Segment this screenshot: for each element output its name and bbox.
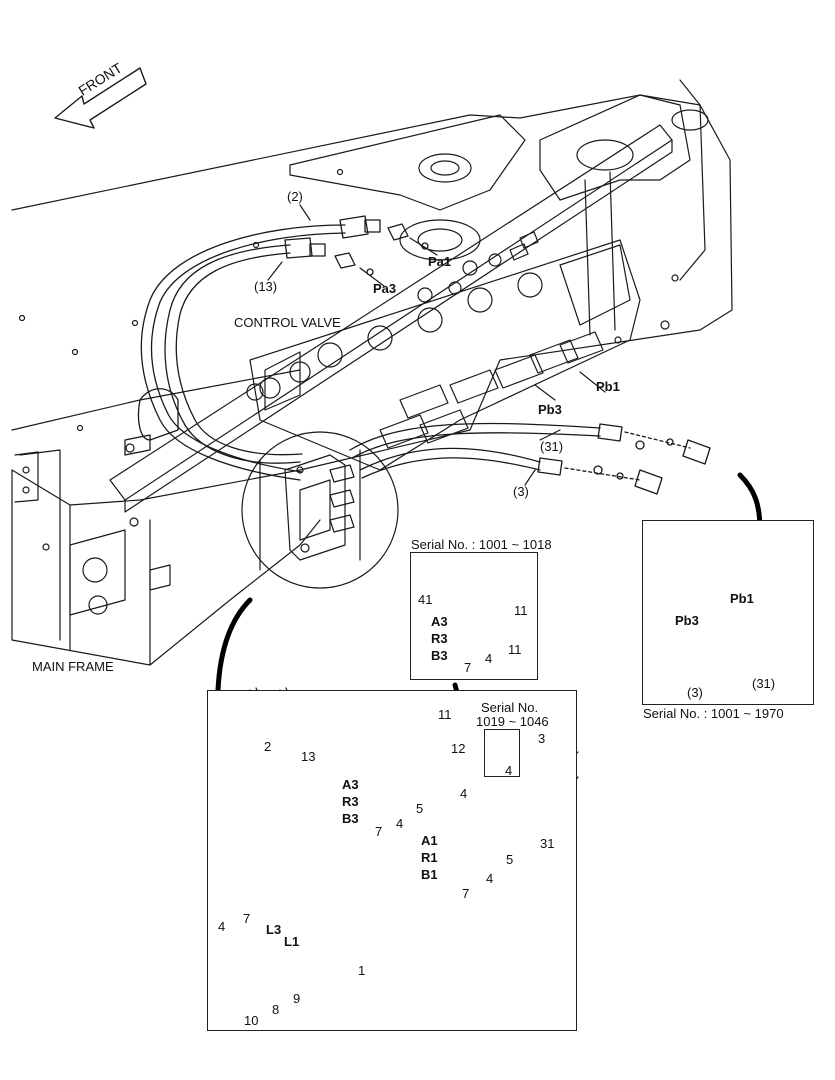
inset1018-port-a3: A3: [431, 614, 448, 629]
detail-part-7b: 7: [462, 886, 470, 901]
detail-part-2: 2: [264, 739, 272, 754]
inset1018-part-7: 7: [464, 660, 472, 675]
serial-1019-title-2: 1019 ~ 1046: [476, 714, 549, 729]
detail-part-1: 1: [358, 963, 366, 978]
main-frame-label: MAIN FRAME: [32, 659, 114, 674]
pilot-hoses-3-31: [349, 422, 711, 495]
pilot-hoses-2-13: [124, 215, 429, 481]
detail-port-r1: R1: [421, 850, 438, 865]
inset-box-serial-1018: [410, 552, 538, 680]
inset1018-port-b3: B3: [431, 648, 448, 663]
detail-part-13: 13: [301, 749, 316, 764]
detail-part-7c: 7: [243, 911, 251, 926]
ref-3-label: (3): [513, 484, 529, 499]
detail-part-10: 10: [244, 1013, 259, 1028]
inset-right-pb1: Pb1: [730, 591, 754, 606]
inset-right-pb3: Pb3: [675, 613, 699, 628]
cross-beam: [109, 124, 673, 513]
inset1018-part-11a: 11: [514, 603, 528, 618]
main-detail-box: [207, 690, 577, 1031]
ref-13-label: (13): [254, 279, 278, 294]
detail-part-31: 31: [540, 836, 555, 851]
detail-part-11: 11: [438, 707, 452, 722]
ref-2-label: (2): [287, 189, 303, 204]
detail-part-4c: 4: [486, 871, 494, 886]
detail-part-3: 3: [538, 731, 546, 746]
inset1018-part-41: 41: [418, 592, 433, 607]
serial-1019-box: [484, 729, 520, 777]
detail-part-5b: 5: [506, 852, 514, 867]
ref-31-label: (31): [540, 439, 564, 454]
detail-port-b1: B1: [421, 867, 438, 882]
port-pb1-label: Pb1: [596, 379, 620, 394]
detail-port-a1: A1: [421, 833, 438, 848]
port-pb3-label: Pb3: [538, 402, 562, 417]
detail-part-4a: 4: [396, 816, 404, 831]
inset-right-ref-3: (3): [687, 685, 703, 700]
detail-port-r3: R3: [342, 794, 359, 809]
detail-part-12: 12: [451, 741, 466, 756]
inset1018-part-4: 4: [485, 651, 493, 666]
detail-part-9: 9: [293, 991, 301, 1006]
detail-port-l1: L1: [284, 934, 300, 949]
swing-bracket: [289, 79, 709, 281]
control-valve-label: CONTROL VALVE: [234, 315, 341, 330]
inset1018-part-11b: 11: [508, 642, 522, 657]
detail-part-4b: 4: [460, 786, 468, 801]
serial-1019-part-4: 4: [505, 763, 513, 778]
detail-part-5a: 5: [416, 801, 424, 816]
detail-port-l3: L3: [266, 922, 282, 937]
port-pa1-label: Pa1: [428, 254, 452, 269]
inset1018-port-r3: R3: [431, 631, 448, 646]
detail-part-4d: 4: [218, 919, 226, 934]
detail-port-b3: B3: [342, 811, 359, 826]
detail-port-a3: A3: [342, 777, 359, 792]
detail-part-7a: 7: [375, 824, 383, 839]
overview-leaders: [267, 204, 606, 486]
serial-1019-title-1: Serial No.: [481, 700, 539, 715]
serial-1018-title: Serial No. : 1001 ~ 1018: [411, 537, 552, 552]
detail-part-8: 8: [272, 1002, 280, 1017]
detail-magnifier: [241, 431, 399, 589]
front-arrow-icon: [54, 67, 147, 129]
port-pa3-label: Pa3: [373, 281, 397, 296]
inset-right-caption: Serial No. : 1001 ~ 1970: [643, 706, 784, 721]
inset-box-right: [642, 520, 814, 705]
inset-right-ref-31: (31): [752, 676, 776, 691]
